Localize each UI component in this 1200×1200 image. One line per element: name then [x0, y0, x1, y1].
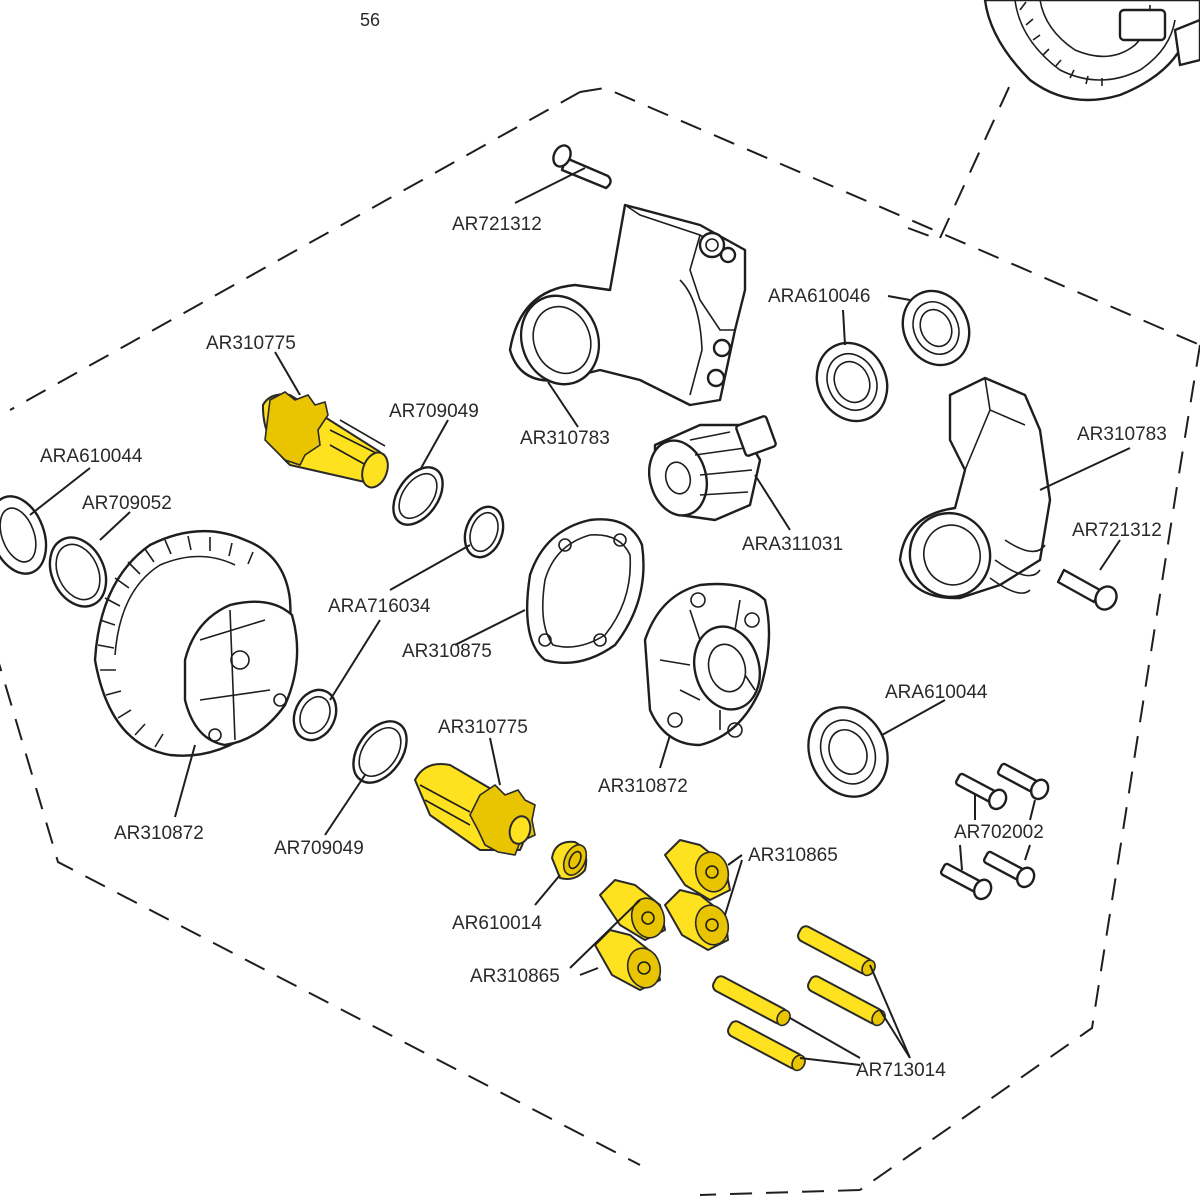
label-ar310872-left: AR310872: [114, 823, 204, 844]
label-ar310783-right: AR310783: [1077, 424, 1167, 445]
screws-ar702002: [939, 762, 1050, 901]
label-ar721312-top: AR721312: [452, 214, 542, 235]
gearbox-housing-right: [898, 376, 1052, 600]
gearbox-housing-left: [508, 203, 747, 407]
pin-ar721312-top: [552, 144, 612, 190]
label-ara610046: ARA610046: [768, 286, 870, 307]
label-ara610044-right: ARA610044: [885, 682, 988, 703]
leader-lines: [29, 167, 1131, 1066]
shim-ara716034-top: [463, 505, 505, 559]
gasket-ar310875: [525, 518, 645, 664]
label-ar721312-right: AR721312: [1072, 520, 1162, 541]
drive-gear-ar310775-top: [261, 391, 389, 489]
label-ar709052: AR709052: [82, 493, 172, 514]
label-ar702002: AR702002: [954, 822, 1044, 843]
label-ar310875: AR310875: [402, 641, 492, 662]
shim-ar709049-bottom: [352, 720, 408, 784]
ring-gear-diff-case: [93, 529, 299, 757]
label-ara610044-left: ARA610044: [40, 446, 143, 467]
pin-ar721312-right: [1056, 568, 1118, 611]
bushing-ar610014: [551, 840, 588, 880]
spider-gear-3: [664, 839, 731, 901]
label-ar713014: AR713014: [856, 1060, 946, 1081]
spider-gears-ar310865: [594, 839, 731, 991]
page-code: 56: [360, 10, 380, 30]
bearing-ara610044-left: [0, 495, 48, 575]
diff-case-center: [643, 582, 771, 747]
label-ara716034: ARA716034: [328, 596, 431, 617]
label-ar709049-top: AR709049: [389, 401, 479, 422]
shim-ar709052: [48, 536, 108, 608]
label-ar310865-left: AR310865: [470, 966, 560, 987]
shim-ar709049-top: [392, 466, 444, 526]
part-labels: AR721312 AR310775 AR709049 AR310783 ARA6…: [40, 214, 1167, 1081]
spider-gear-4: [664, 889, 730, 951]
spider-gear-1: [599, 879, 666, 941]
label-ar310872-center: AR310872: [598, 776, 688, 797]
bearing-ara610044-right: [807, 706, 889, 798]
label-ar310775-top: AR310775: [206, 333, 296, 354]
pins-ar713014: [712, 925, 886, 1072]
spider-gear-2: [594, 929, 662, 991]
shim-ara716034-bottom: [292, 688, 338, 742]
drive-gear-ar310775-bottom: [414, 763, 536, 856]
differential-assembly-corner: [983, 0, 1200, 102]
label-ar310783-left: AR310783: [520, 428, 610, 449]
assembly-boundary: [0, 84, 1200, 1196]
label-ara311031: ARA311031: [742, 534, 843, 555]
pinion-gear-ara311031: [648, 415, 777, 522]
label-ar610014: AR610014: [452, 913, 542, 934]
label-ar310865-right: AR310865: [748, 845, 838, 866]
label-ar310775-bottom: AR310775: [438, 717, 528, 738]
bearing-ara610046: [815, 289, 971, 423]
label-ar709049-bottom: AR709049: [274, 838, 364, 859]
